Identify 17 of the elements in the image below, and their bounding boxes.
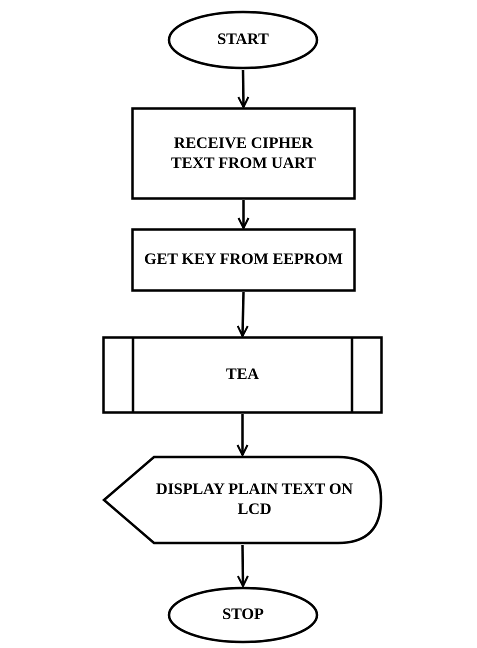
node-text: GET KEY FROM EEPROM: [144, 250, 343, 270]
node-text: STOP: [222, 605, 264, 625]
predefined-process-box: [102, 336, 383, 414]
display-shape: [102, 455, 383, 545]
node-text: START: [217, 30, 269, 50]
terminal-oval: [167, 586, 319, 644]
process-box: [131, 107, 356, 200]
arrow: [237, 70, 250, 108]
terminal-oval: [167, 10, 319, 70]
arrow: [236, 544, 249, 587]
arrow: [238, 200, 250, 229]
arrow: [236, 292, 249, 337]
node-text: RECEIVE CIPHER TEXT FROM UART: [170, 134, 317, 174]
node-text: DISPLAY PLAIN TEXT ON LCD: [155, 480, 354, 520]
arrow: [236, 414, 248, 456]
process-box: [131, 228, 356, 292]
node-text: TEA: [226, 365, 259, 385]
